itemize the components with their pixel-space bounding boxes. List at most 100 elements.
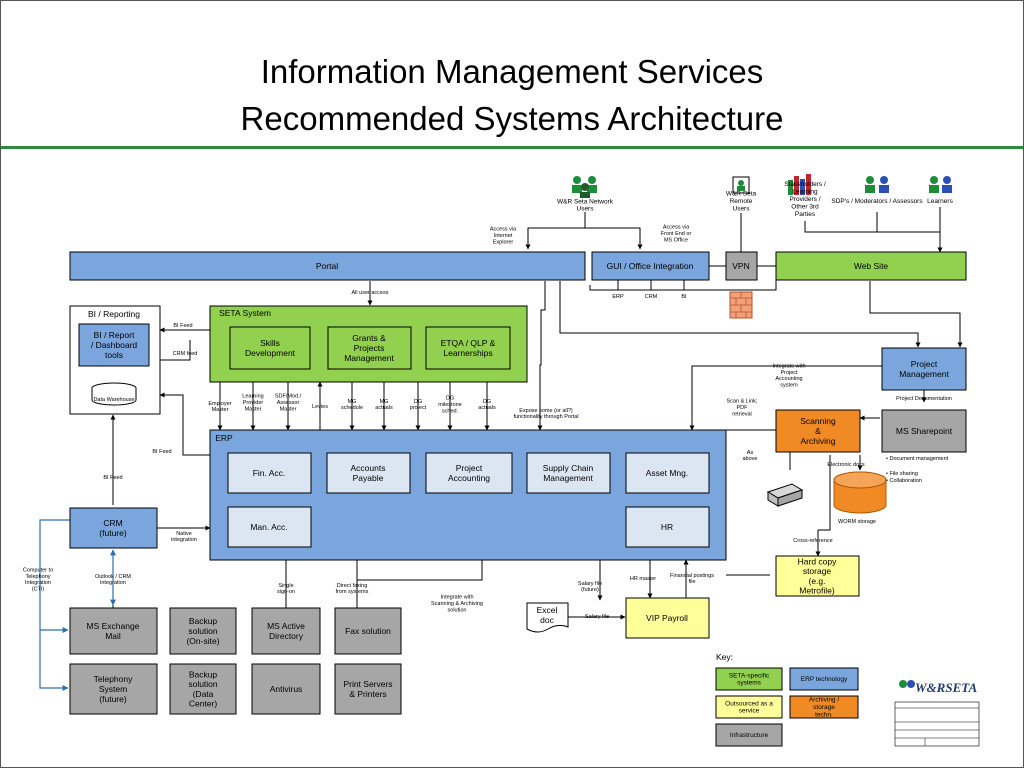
slide-title: Information Management Services Recommen…	[0, 48, 1024, 142]
portal-label: Portal	[316, 261, 338, 271]
network-to-gui-line	[585, 227, 643, 250]
ms-sharepoint-label: MS Sharepoint	[896, 426, 953, 436]
asset-mng-label: Asset Mng.	[646, 468, 689, 478]
expose-some-label: Expose some (or all?)functionality throu…	[513, 408, 578, 420]
worm-storage-icon	[833, 471, 887, 514]
scanner-icon	[766, 483, 804, 507]
crm-box[interactable]: CRM(future)	[69, 507, 158, 549]
gui-crm-label: CRM	[645, 294, 658, 300]
cross-reference-label: Cross-reference	[793, 538, 832, 544]
fin-acc-box[interactable]: Fin. Acc.	[227, 452, 312, 494]
sharepoint-note-3: • Collaboration	[886, 478, 922, 484]
fin-acc-label: Fin. Acc.	[253, 468, 286, 478]
vpn-box[interactable]: VPN	[725, 251, 758, 281]
portal-pm-line	[559, 281, 921, 348]
salary-file-future-label: Salary file(future)	[578, 581, 602, 593]
all-user-access-label: All user access	[352, 290, 389, 296]
hr-label: HR	[661, 522, 673, 532]
ms-sharepoint-box[interactable]: MS Sharepoint	[881, 409, 967, 453]
sharepoint-note-2: • File sharing	[886, 471, 918, 477]
scan-electronic-line	[818, 455, 831, 531]
legend-infrastructure: Infrastructure	[730, 732, 769, 739]
vip-payroll-box[interactable]: VIP Payroll	[625, 597, 710, 639]
website-box[interactable]: Web Site	[775, 251, 967, 281]
stakeholders-icon	[788, 174, 811, 195]
worm-storage-label: WORM storage	[838, 519, 876, 525]
antivirus-label: Antivirus	[270, 684, 303, 694]
bi-reporting-label: BI / Reporting	[88, 309, 140, 319]
fax-solution-label: Fax solution	[345, 626, 391, 636]
print-servers-box[interactable]: Print Servers& Printers	[334, 663, 402, 715]
crm-label: CRM(future)	[99, 518, 127, 538]
electronic-docs-label: Electronic docs	[827, 462, 865, 468]
gui-bi-label: BI	[681, 294, 687, 300]
title-line-2: Recommended Systems Architecture	[240, 100, 784, 137]
bi-feed-label-2: BI Feed	[152, 449, 171, 455]
gui-office-box[interactable]: GUI / Office Integration	[591, 251, 710, 281]
gui-office-label: GUI / Office Integration	[607, 261, 694, 271]
man-acc-box[interactable]: Man. Acc.	[227, 506, 312, 548]
sdps-icon	[865, 176, 889, 193]
etqa-label: ETQA / QLP &Learnerships	[441, 338, 496, 358]
antivirus-box[interactable]: Antivirus	[251, 663, 321, 715]
vip-payroll-label: VIP Payroll	[646, 613, 688, 623]
stakeholders-line	[804, 221, 943, 253]
portal-box[interactable]: Portal	[69, 251, 586, 281]
network-users-line	[525, 212, 586, 250]
scanning-archiving-box[interactable]: Scanning&Archiving	[775, 409, 861, 453]
remote-users-icon	[732, 176, 750, 194]
cti-bracket	[39, 519, 116, 691]
hr-box[interactable]: HR	[625, 506, 710, 548]
website-label: Web Site	[854, 261, 889, 271]
pm-erp-line	[689, 365, 882, 431]
connectors	[110, 207, 963, 620]
sdps-label: SDP's / Moderators / Assessors	[831, 198, 923, 205]
erp-label: ERP	[215, 433, 233, 443]
asset-mng-box[interactable]: Asset Mng.	[625, 452, 710, 494]
fax-solution-box[interactable]: Fax solution	[334, 607, 402, 655]
website-portal-line	[589, 277, 777, 291]
bi-feed-line-2	[159, 392, 210, 456]
crm-feed-label: CRM feed	[173, 351, 198, 357]
sharepoint-note-1: • Document management	[886, 456, 949, 462]
vpn-label: VPN	[732, 261, 749, 271]
print-servers-label: Print Servers& Printers	[343, 679, 392, 699]
